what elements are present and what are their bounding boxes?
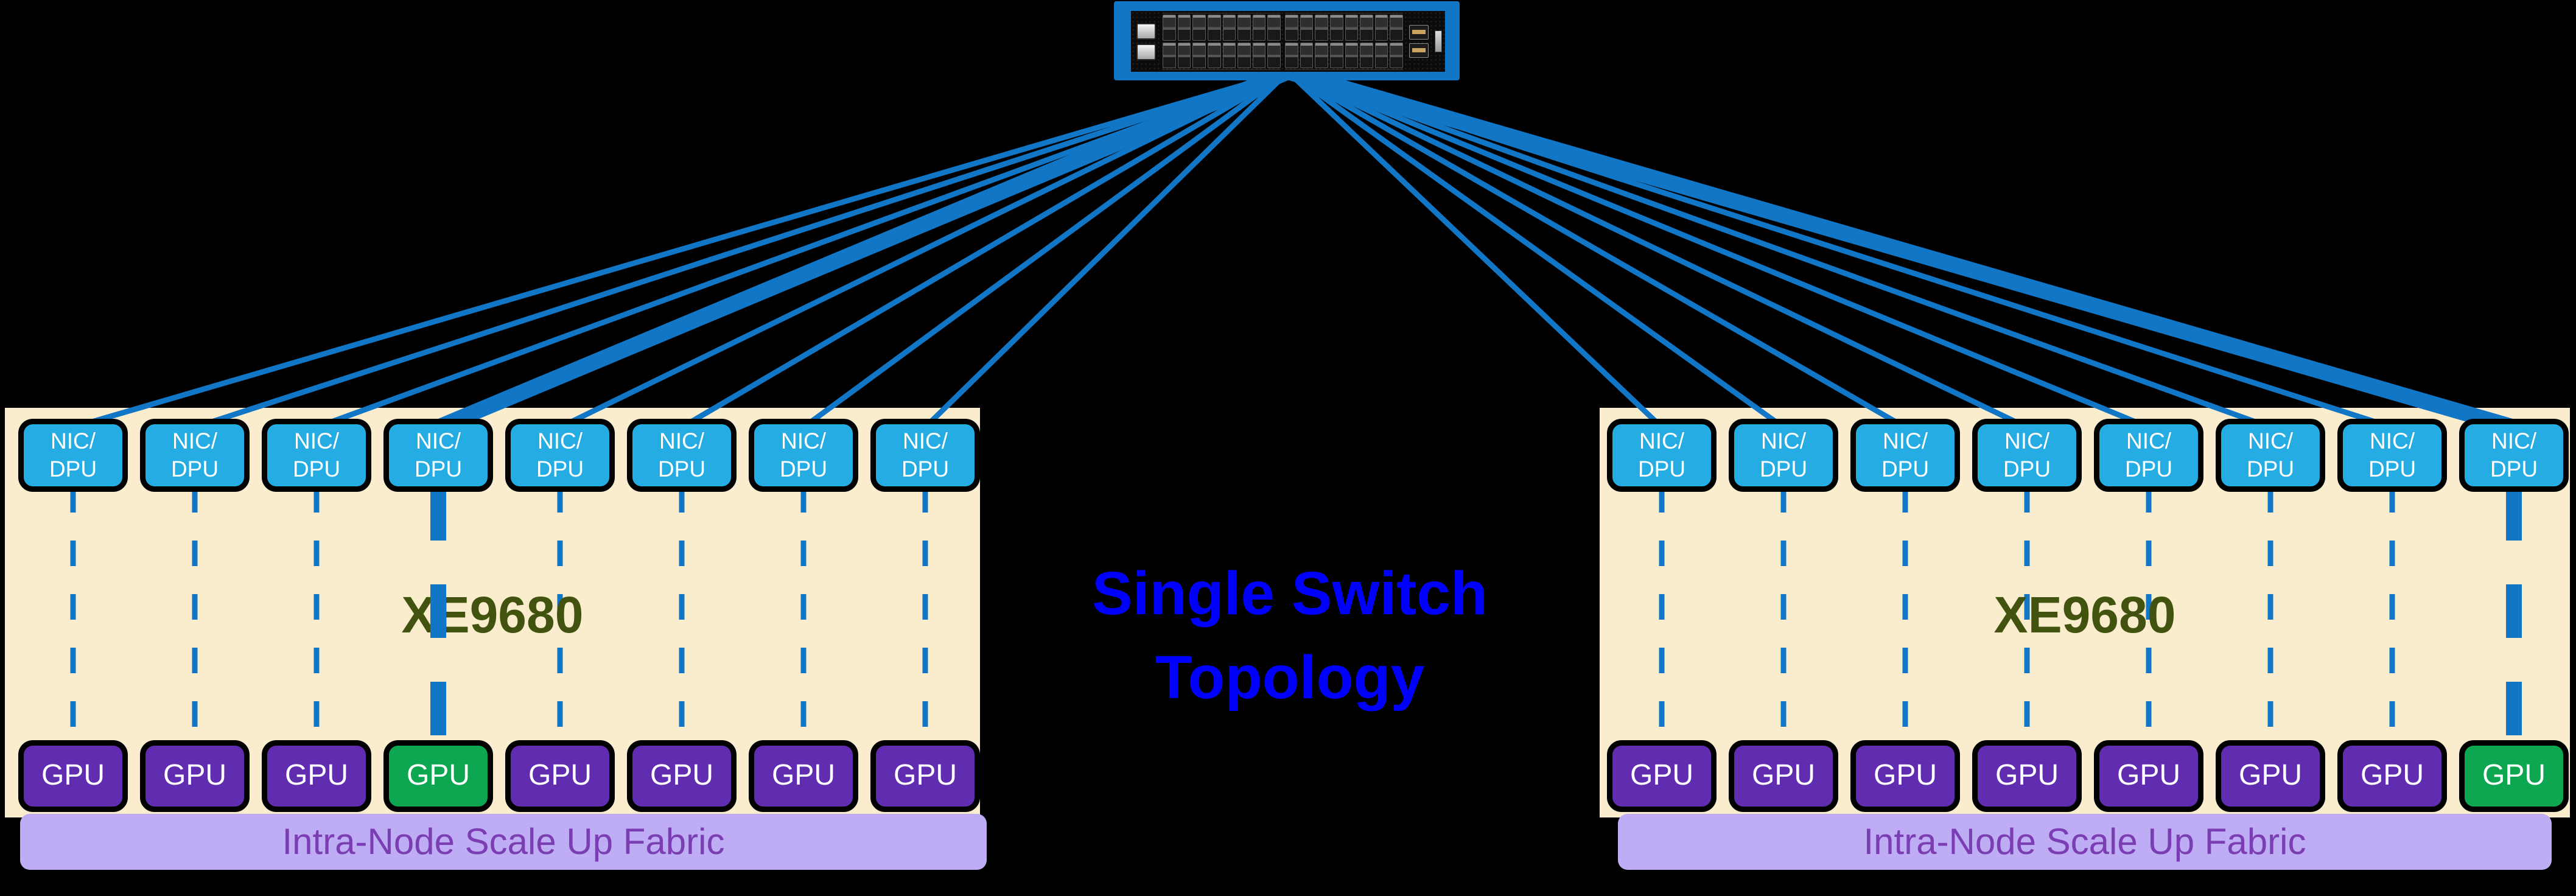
- switch-nic-link-line: [1287, 69, 2028, 430]
- diagram-title: Single Switch Topology: [864, 551, 1716, 719]
- switch-port: [1222, 15, 1236, 41]
- switch-nic-link-line: [1286, 64, 2516, 435]
- switch-port: [1285, 15, 1298, 41]
- switch-port: [1300, 15, 1314, 41]
- switch-port: [1360, 42, 1373, 68]
- diagram-title-line1: Single Switch: [1091, 559, 1488, 628]
- switch-mgmt-ports: [1134, 13, 1158, 70]
- switch-port: [1207, 15, 1221, 41]
- switch-port: [1390, 15, 1403, 41]
- switch-port: [1345, 15, 1359, 41]
- switch-port-group: [1163, 13, 1281, 70]
- switch-nic-link-line: [1286, 69, 1907, 430]
- switch-faceplate: [1131, 11, 1445, 72]
- switch-port: [1192, 15, 1206, 41]
- switch-port: [1345, 42, 1359, 68]
- switch-nic-link-line: [194, 69, 1289, 430]
- switch-port: [1252, 15, 1266, 41]
- switch-nic-link-line: [1286, 69, 1664, 430]
- switch-port: [1163, 42, 1176, 68]
- fabric-label: Intra-Node Scale Up Fabric: [282, 821, 725, 862]
- switch-image: [1114, 1, 1460, 80]
- switch-nic-link-line: [1286, 69, 1785, 430]
- switch-nic-link-line: [802, 69, 1290, 430]
- switch-port: [1360, 15, 1373, 41]
- switch-port: [1329, 15, 1343, 41]
- fabric-bar: Intra-Node Scale Up Fabric: [20, 814, 987, 870]
- fabric-label: Intra-Node Scale Up Fabric: [1863, 821, 2306, 862]
- switch-port: [1374, 42, 1388, 68]
- switch-port: [1390, 42, 1403, 68]
- switch-port: [1285, 42, 1298, 68]
- switch-port: [1207, 42, 1221, 68]
- switch-port: [1192, 42, 1206, 68]
- switch-nic-link-line: [315, 69, 1289, 430]
- switch-nic-link-line: [923, 69, 1290, 430]
- switch-nic-link-line: [1287, 69, 2272, 430]
- switch-port: [1300, 42, 1314, 68]
- model-label: XE9680: [401, 586, 584, 643]
- switch-port: [1267, 15, 1281, 41]
- switch-nic-link-line: [1287, 69, 2150, 430]
- switch-port: [1163, 15, 1176, 41]
- switch-nic-link-line: [435, 65, 1292, 435]
- switch-port: [1237, 15, 1251, 41]
- switch-port-group: [1285, 13, 1403, 70]
- switch-port: [1222, 42, 1236, 68]
- switch-nic-link-line: [72, 69, 1289, 430]
- switch-port: [1177, 42, 1191, 68]
- model-label: XE9680: [1993, 586, 2176, 643]
- switch-port: [1252, 42, 1266, 68]
- mgmt-port-icon: [1136, 23, 1156, 40]
- fabric-bar: Intra-Node Scale Up Fabric: [1618, 814, 2552, 870]
- switch-nic-link-line: [559, 69, 1289, 430]
- switch-port: [1177, 15, 1191, 41]
- mgmt-port-icon: [1136, 43, 1156, 60]
- switch-port: [1237, 42, 1251, 68]
- switch-port: [1374, 15, 1388, 41]
- switch-port: [1329, 42, 1343, 68]
- switch-nic-link-line: [680, 69, 1290, 430]
- usb-port-icon: [1435, 30, 1442, 52]
- switch-port: [1315, 15, 1328, 41]
- sfp-port-icon: [1409, 25, 1429, 40]
- switch-uplink-ports: [1407, 13, 1430, 70]
- sfp-port-icon: [1409, 43, 1429, 58]
- switch-port: [1267, 42, 1281, 68]
- switch-nic-link-line: [1287, 69, 2393, 430]
- switch-port: [1315, 42, 1328, 68]
- diagram-title-line2: Topology: [1155, 643, 1425, 712]
